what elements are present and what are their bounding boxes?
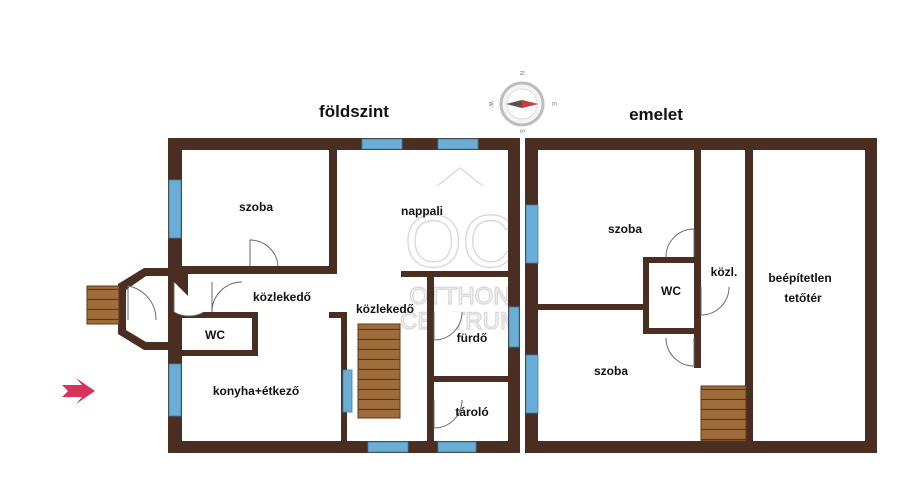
- window: [168, 179, 182, 239]
- door: [173, 282, 205, 317]
- door: [433, 311, 463, 341]
- door: [127, 285, 157, 321]
- ground-floor-title: földszint: [319, 102, 389, 121]
- compass-west-label: W: [487, 101, 493, 107]
- door: [433, 399, 463, 429]
- room-label-tetoter: tetőtér: [784, 291, 822, 305]
- room-label-furdo: fürdő: [457, 331, 488, 345]
- watermark-roof-icon: [436, 167, 484, 187]
- upper-floor-walls: [525, 138, 877, 453]
- upper-floor-title: emelet: [629, 105, 683, 124]
- window: [367, 441, 409, 453]
- room-label-szoba-upper: szoba: [594, 364, 628, 378]
- ground-stairs: [357, 323, 401, 419]
- entrance-arrow-icon: [62, 378, 95, 404]
- room-label-konyha: konyha+étkező: [213, 384, 299, 398]
- watermark: OC OTTHON CENTRUM: [399, 167, 521, 336]
- window: [361, 138, 403, 150]
- room-label-wc-upper: WC: [661, 284, 681, 298]
- room-label-nappali: nappali: [401, 204, 443, 218]
- room-label-szoba-upper: szoba: [608, 222, 642, 236]
- window: [508, 306, 520, 348]
- room-label-bepitetlen: beépítetlen: [768, 271, 831, 285]
- window: [437, 441, 477, 453]
- door: [665, 337, 695, 367]
- room-label-kozlekedo: közlekedő: [356, 302, 414, 316]
- window: [525, 354, 539, 414]
- doors: [127, 228, 730, 429]
- window: [525, 204, 539, 264]
- watermark-line-1: OTTHON: [409, 283, 510, 310]
- room-label-tarolo: tároló: [455, 405, 488, 419]
- room-label-kozlekedo: közlekedő: [253, 290, 311, 304]
- watermark-logo: OC: [405, 200, 516, 283]
- windows: [168, 138, 539, 453]
- room-label-wc: WC: [205, 328, 225, 342]
- compass-icon: N S W E: [487, 71, 556, 133]
- room-label-szoba: szoba: [239, 200, 273, 214]
- upper-stairs: [700, 385, 747, 442]
- compass-north-label: N: [518, 71, 524, 75]
- entrance-porch: [86, 268, 168, 350]
- door: [249, 239, 279, 267]
- door: [700, 286, 730, 316]
- room-label-kozl: közl.: [711, 265, 738, 279]
- door: [665, 228, 695, 258]
- window: [437, 138, 479, 150]
- window: [168, 363, 182, 417]
- compass-south-label: S: [518, 129, 524, 133]
- entrance-steps: [86, 285, 120, 325]
- compass-east-label: E: [550, 102, 556, 106]
- door: [211, 281, 243, 313]
- window: [342, 369, 353, 413]
